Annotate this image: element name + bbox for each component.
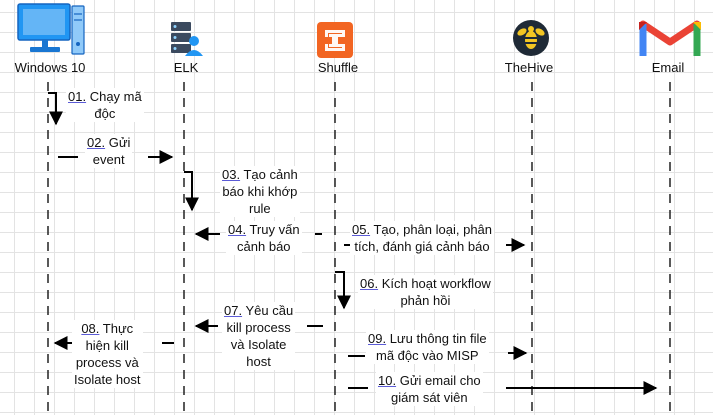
step-text: rule — [248, 201, 271, 216]
step-06: 06. Kích hoạt workflow phản hồi — [358, 275, 493, 309]
step-05: 05. Tạo, phân loại, phân tích, đánh giá … — [350, 221, 495, 255]
step-text: tích, đánh giá cảnh báo — [354, 239, 490, 254]
step-text: mã độc vào MISP — [375, 348, 479, 363]
step-text: hiện kill — [85, 338, 129, 353]
self-call-03 — [184, 171, 199, 212]
step-09: 09. Lưu thông tin file mã độc vào MISP — [366, 330, 489, 364]
self-call-01 — [48, 92, 63, 126]
actor-label-elk: ELK — [173, 60, 199, 75]
step-number: 05. — [352, 222, 371, 237]
step-number: 07. — [224, 303, 243, 318]
step-text: Isolate host — [74, 372, 141, 387]
step-number: 03. — [222, 167, 241, 182]
step-number: 04. — [228, 222, 247, 237]
step-number: 01. — [68, 89, 87, 104]
step-text: Chạy mã — [89, 89, 142, 104]
step-01: 01. Chạy mã độc — [66, 88, 144, 122]
step-text: Gửi — [108, 135, 131, 150]
step-text: phản hồi — [400, 293, 451, 308]
step-number: 09. — [368, 331, 387, 346]
step-number: 06. — [360, 276, 379, 291]
step-03: 03. Tạo cảnh báo khi khớp rule — [220, 166, 300, 217]
computer-icon — [17, 3, 85, 55]
self-call-arrows — [48, 92, 351, 310]
step-07: 07. Yêu cầu kill process và Isolate host — [222, 302, 296, 370]
step-text: host — [246, 354, 271, 369]
actor-label-thehive: TheHive — [504, 60, 554, 75]
step-10: 10. Gửi email cho giám sát viên — [376, 372, 483, 406]
step-08: 08. Thực hiện kill process và Isolate ho… — [72, 320, 143, 388]
step-04: 04. Truy vấn cảnh báo — [226, 221, 302, 255]
lifelines — [47, 82, 671, 413]
actor-label-windows: Windows 10 — [14, 60, 86, 75]
step-text: Truy vấn — [249, 222, 300, 237]
step-text: Thực — [102, 321, 134, 336]
step-text: kill process — [226, 320, 291, 335]
step-number: 02. — [87, 135, 106, 150]
bee-logo-icon — [513, 20, 549, 56]
step-text: Tạo, phân loại, phân — [373, 222, 493, 237]
step-text: Gửi email cho — [399, 373, 481, 388]
shuffle-logo-icon — [317, 22, 353, 58]
step-text: Kích hoạt workflow — [381, 276, 491, 291]
step-number: 08. — [81, 321, 100, 336]
step-text: event — [92, 152, 125, 167]
step-number: 10. — [378, 373, 397, 388]
server-user-icon — [171, 22, 203, 56]
step-text: giám sát viên — [391, 390, 468, 405]
step-text: Yêu cầu — [245, 303, 294, 318]
step-text: process và — [75, 355, 139, 370]
self-call-06 — [335, 271, 351, 310]
step-text: Tạo cảnh — [243, 167, 298, 182]
actor-label-email: Email — [651, 60, 685, 75]
step-text: Lưu thông tin file — [389, 331, 487, 346]
gmail-logo-icon — [639, 20, 701, 56]
step-text: báo khi khớp — [222, 184, 298, 199]
step-text: và Isolate — [230, 337, 287, 352]
message-arrows — [53, 150, 658, 395]
step-02: 02. Gửi event — [85, 134, 133, 168]
actor-label-shuffle: Shuffle — [317, 60, 359, 75]
step-text: độc — [94, 106, 116, 121]
step-text: cảnh báo — [237, 239, 291, 254]
